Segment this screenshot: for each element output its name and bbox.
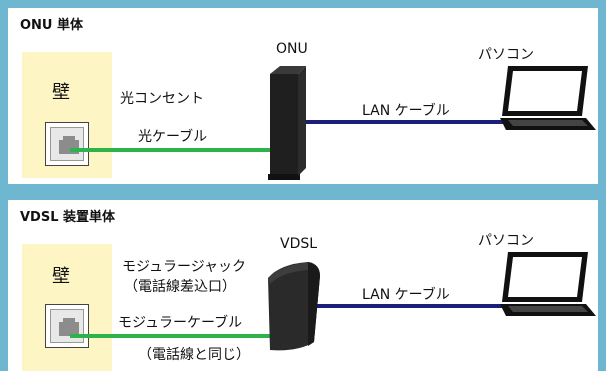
laptop-icon [500, 252, 596, 316]
vdsl-panel-title: VDSL 装置単体 [20, 210, 116, 225]
pc-label: パソコン [478, 233, 534, 249]
jack-label: モジュラージャック [122, 259, 247, 275]
modular-cable-note: （電話線と同じ） [138, 347, 250, 363]
onu-device-icon [268, 66, 306, 180]
onu-diagram-graphics [70, 66, 596, 180]
vdsl-panel: VDSL 装置単体 壁 モジュラージャック （電話線差込口） モジュラーケーブル… [8, 200, 598, 371]
vdsl-diagram-graphics [70, 252, 596, 351]
vdsl-label: VDSL [280, 236, 318, 252]
onu-panel-title: ONU 単体 [20, 18, 84, 33]
jack-sublabel: （電話線差込口） [124, 279, 236, 295]
optical-cable-label: 光ケーブル [138, 129, 208, 145]
onu-panel: ONU 単体 壁 光コンセント 光ケーブル ONU LAN ケーブル パソコン [8, 8, 598, 184]
lan-cable-label: LAN ケーブル [362, 287, 450, 303]
pc-label: パソコン [478, 47, 534, 63]
wall-label: 壁 [52, 82, 70, 103]
outlet-label: 光コンセント [120, 91, 204, 107]
optical-outlet-icon [45, 122, 89, 166]
lan-cable-label: LAN ケーブル [362, 103, 450, 119]
onu-label: ONU [276, 41, 308, 57]
laptop-icon [500, 66, 596, 130]
modular-cable-label: モジュラーケーブル [118, 315, 243, 331]
vdsl-device-icon [268, 262, 320, 351]
wall-label: 壁 [52, 266, 70, 287]
